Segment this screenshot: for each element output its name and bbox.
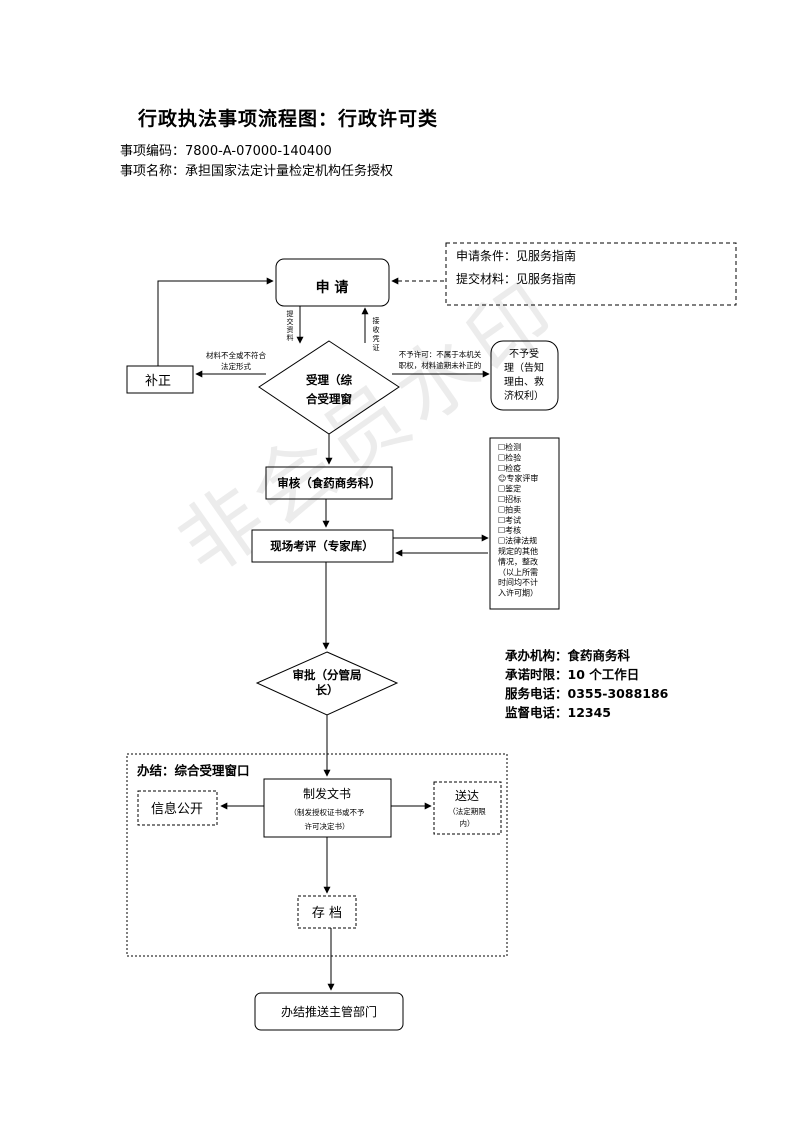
checklist-item: ☐鉴定 <box>498 484 521 494</box>
submit-label-2: 交 <box>287 317 294 326</box>
checklist-item: ☐检测 <box>498 442 521 452</box>
review-box <box>265 466 393 500</box>
checklist-item: 规定的其他 <box>498 546 538 556</box>
page-title: 行政执法事项流程图：行政许可类 <box>138 108 439 130</box>
supplement-return-line <box>157 277 274 366</box>
info-service-phone: 服务电话：0355-3088186 <box>505 686 669 701</box>
final-label: 办结推送主管部门 <box>281 1004 377 1019</box>
checklist-item: ☐考试 <box>498 515 521 525</box>
receipt-label-1: 接 <box>373 316 380 325</box>
item-code: 事项编码：7800-A-07000-140400 <box>120 144 332 159</box>
deliver-sub-1: （法定期限 <box>448 806 486 816</box>
conditions-line2: 提交材料：见服务指南 <box>456 271 576 286</box>
receipt-label-2: 收 <box>373 325 380 334</box>
info-time: 承诺时限：10 个工作日 <box>505 667 640 682</box>
approve-label-1: 审批（分管局 <box>293 668 362 682</box>
archive-box <box>297 895 357 929</box>
approve-label-2: 长） <box>316 683 339 697</box>
checklist-item: ☐招标 <box>498 494 521 504</box>
checklist-item: （以上所需 <box>498 567 538 577</box>
deliver-title: 送达 <box>455 788 479 803</box>
issue-title: 制发文书 <box>303 786 351 801</box>
info-supervise-phone: 监督电话：12345 <box>505 705 611 720</box>
conclude-area <box>126 753 508 957</box>
issue-sub-2: 许可决定书） <box>305 821 350 831</box>
reject-label-2: 职权，材料逾期未补正的 <box>399 360 482 370</box>
supplement-label: 补正 <box>145 374 171 389</box>
info-org: 承办机构：食药商务科 <box>505 648 631 663</box>
info-panel: 承办机构：食药商务科 承诺时限：10 个工作日 服务电话：0355-308818… <box>505 646 668 722</box>
checklist-item: 情况，整改 <box>498 556 538 566</box>
conclude-area-label: 办结：综合受理窗口 <box>137 763 250 778</box>
deliver-sub-2: 内） <box>460 818 475 828</box>
checklist-item: ☐检疫 <box>498 463 521 473</box>
issue-sub-1: （制发授权证书或不予 <box>290 807 365 817</box>
reject-box-line3: 理由、救 <box>504 375 544 388</box>
apply-box <box>275 258 390 307</box>
submit-label-4: 料 <box>287 333 294 342</box>
checklist-item: 时间均不计 <box>498 577 538 587</box>
incomplete-label-2: 法定形式 <box>221 361 251 371</box>
site-label: 现场考评（专家库） <box>270 539 374 553</box>
checklist-item: ☺专家评审 <box>498 473 538 483</box>
submit-label-3: 资 <box>287 325 294 334</box>
reject-label-1: 不予许可：不属于本机关 <box>399 349 482 359</box>
deliver-box <box>433 781 502 835</box>
publish-box <box>137 790 218 826</box>
conditions-line1: 申请条件：见服务指南 <box>456 248 576 263</box>
publish-label: 信息公开 <box>151 801 203 817</box>
accept-label-2: 合受理窗 <box>306 392 352 406</box>
apply-label: 申 请 <box>316 279 349 296</box>
checklist-item: ☐拍卖 <box>498 504 521 514</box>
review-label: 审核（食药商务科） <box>277 476 381 490</box>
receipt-label-3: 凭 <box>373 334 380 343</box>
final-box <box>254 992 404 1031</box>
supplement-box <box>126 365 194 394</box>
archive-label: 存 档 <box>312 906 342 921</box>
checklist-item: ☐法律法规 <box>498 536 537 546</box>
item-name: 事项名称：承担国家法定计量检定机构任务授权 <box>120 164 394 179</box>
reject-box-line1: 不予受 <box>509 348 539 360</box>
issue-box <box>263 778 392 838</box>
accept-label-1: 受理（综 <box>306 373 352 387</box>
reject-box-line4: 济权利） <box>504 389 544 402</box>
checklist-item: ☐检验 <box>498 452 521 462</box>
conditions-box <box>445 242 737 306</box>
site-box <box>251 529 394 563</box>
incomplete-label-1: 材料不全或不符合 <box>206 350 266 360</box>
reject-box <box>490 340 559 411</box>
receipt-label-4: 证 <box>373 344 380 352</box>
checklist-item: ☐考核 <box>498 525 521 535</box>
reject-box-line2: 理（告知 <box>504 361 544 374</box>
submit-label-1: 提 <box>287 309 294 318</box>
checklist-box <box>489 437 560 610</box>
checklist-item: 入许可期） <box>498 588 538 598</box>
